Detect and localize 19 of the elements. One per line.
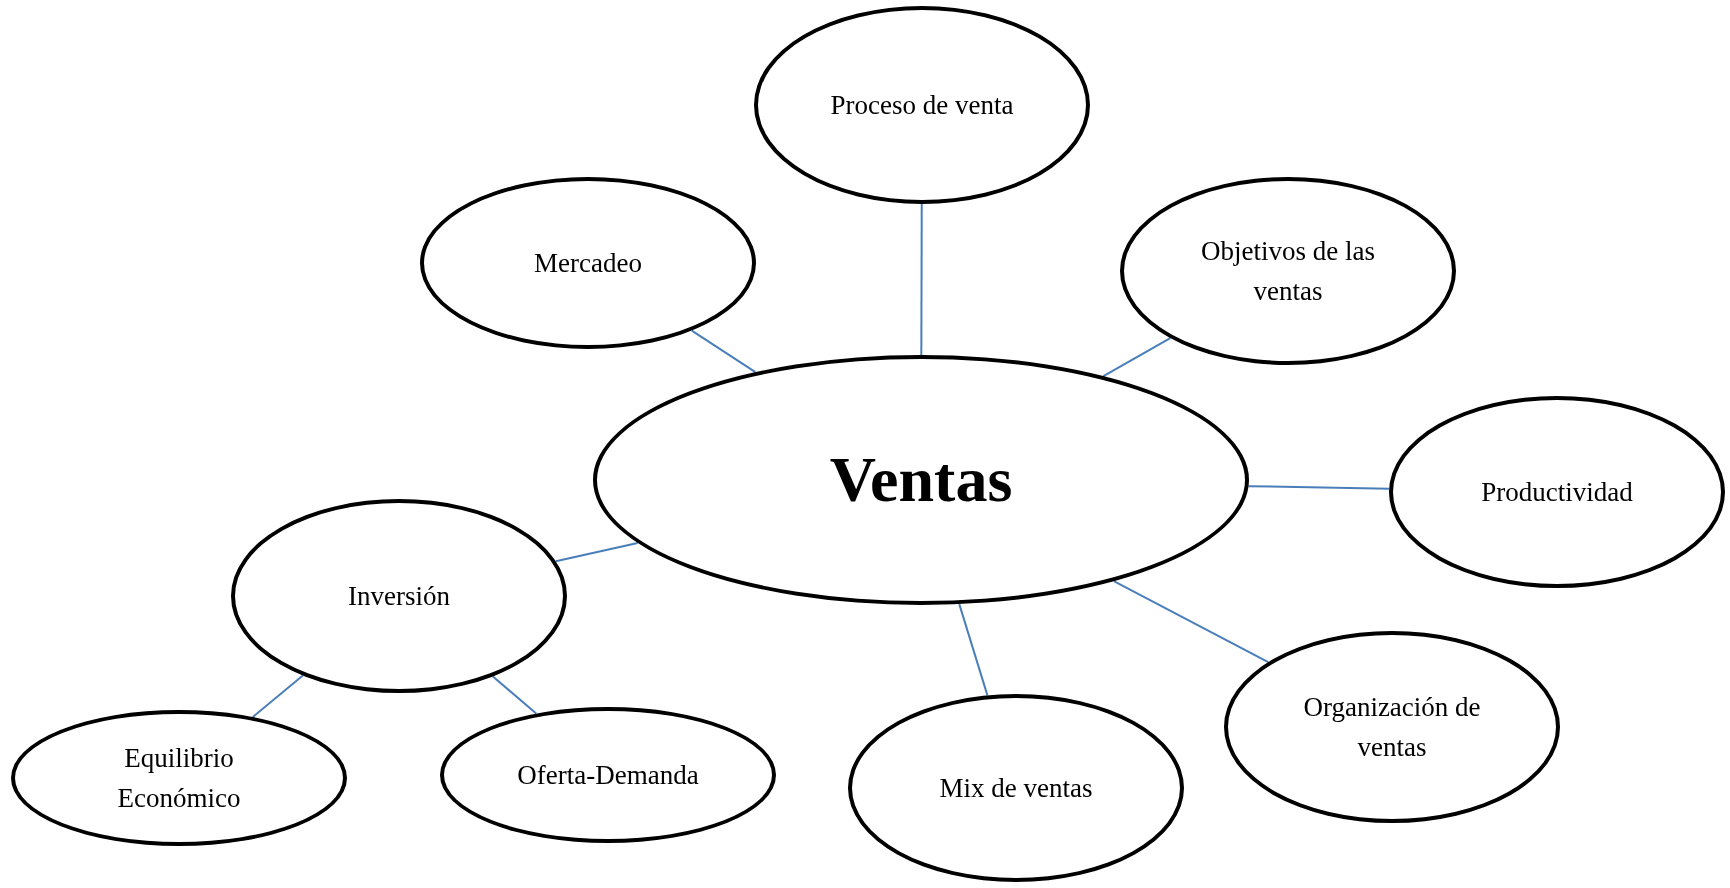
node-label: Mix de ventas: [939, 771, 1093, 805]
connector-line: [251, 674, 304, 718]
node-label: Productividad: [1481, 475, 1633, 509]
connector-line: [690, 329, 757, 374]
node-label: Organización de ventas: [1302, 690, 1482, 764]
node-label: Ventas: [829, 443, 1013, 517]
connector-line: [491, 675, 538, 715]
connector-line: [958, 603, 989, 697]
node-label: Mercadeo: [534, 246, 642, 280]
connector-line: [1102, 337, 1172, 378]
node-label: Proceso de venta: [830, 88, 1014, 122]
node-label: Equilibrio Económico: [116, 741, 242, 815]
connector-line: [1112, 580, 1270, 664]
node-label: Objetivos de las ventas: [1200, 234, 1376, 308]
connector-line: [920, 203, 923, 356]
connector-line: [1247, 485, 1391, 490]
connector-line: [554, 541, 639, 563]
node-label: Oferta-Demanda: [517, 758, 699, 792]
node-label: Inversión: [348, 579, 450, 613]
